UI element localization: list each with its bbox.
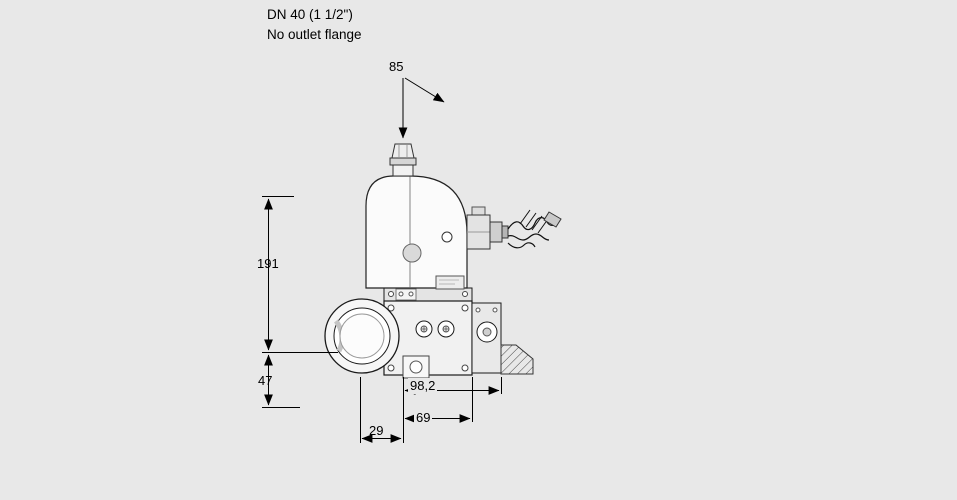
dim-label-98-2: 98,2	[408, 378, 438, 394]
dim-85-leader-right	[404, 77, 445, 103]
electrical-connector	[466, 206, 509, 250]
bottom-boss	[402, 355, 430, 379]
valve-body-right-extension	[471, 302, 502, 374]
mounting-bracket-hatch	[500, 344, 534, 375]
dim-label-191: 191	[257, 256, 279, 271]
valve-stem-cap	[389, 143, 417, 177]
dim-label-47: 47	[258, 373, 273, 388]
title-line1: DN 40 (1 1/2")	[267, 7, 353, 22]
valve-drawing-group	[324, 143, 562, 379]
valve-actuator	[365, 175, 468, 290]
connector-cable	[507, 209, 562, 249]
title-line2: No outlet flange	[267, 27, 362, 42]
inlet-flange	[324, 298, 400, 374]
dimension-lines	[262, 77, 502, 443]
valve-body-top-plate	[383, 287, 473, 302]
dim-label-69: 69	[414, 410, 433, 426]
dim-label-29: 29	[369, 423, 384, 438]
dim-label-85: 85	[389, 59, 404, 74]
